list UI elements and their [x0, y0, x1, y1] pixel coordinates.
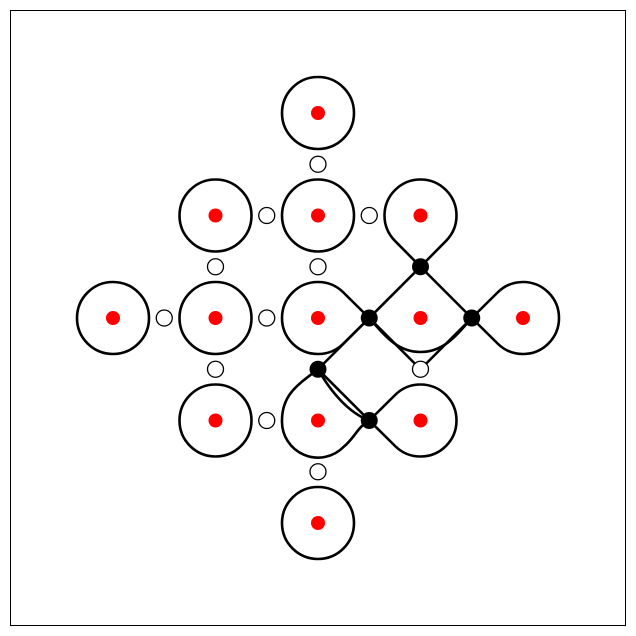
red-dot	[208, 208, 223, 223]
hollow-node	[258, 206, 276, 225]
hollow-node	[411, 360, 430, 378]
cell-c-left1-up	[178, 178, 253, 253]
black-node	[360, 309, 378, 327]
hollow-node	[206, 360, 225, 378]
cell-c-left2	[75, 280, 151, 356]
cell-c-left1	[178, 280, 253, 356]
black-node	[360, 412, 378, 429]
red-dot	[311, 311, 325, 325]
cell-c-mid-dn	[280, 367, 371, 459]
cell-c-top2	[280, 75, 356, 151]
cell-c-right1-dn	[367, 383, 458, 458]
edge-5	[317, 368, 371, 422]
hollow-node	[258, 411, 276, 430]
cell-c-center	[280, 280, 371, 356]
cell-c-left1-dn	[178, 383, 253, 458]
black-node	[412, 258, 429, 276]
red-dot	[413, 208, 428, 223]
hollow-node	[360, 206, 378, 225]
edge-2	[317, 317, 371, 371]
cell-c-right2	[470, 280, 561, 356]
cell-c-right1-up	[383, 178, 458, 269]
hollow-node	[155, 309, 173, 327]
red-dot	[413, 413, 428, 428]
hollow-node	[206, 258, 225, 276]
hollow-node	[309, 258, 327, 276]
red-dot	[106, 311, 120, 325]
hollow-node	[309, 463, 327, 481]
red-dot	[311, 106, 325, 120]
edge-4	[419, 317, 473, 371]
red-dot	[208, 413, 223, 428]
red-dot	[208, 311, 223, 325]
hollow-node	[258, 309, 276, 327]
red-dot	[413, 311, 428, 325]
black-node	[309, 360, 327, 378]
black-node	[463, 309, 481, 327]
red-dot	[311, 413, 325, 428]
red-dot	[516, 311, 530, 325]
cell-c-mid-up	[280, 178, 356, 253]
red-dot	[311, 208, 325, 223]
edge-3	[368, 317, 422, 371]
cell-c-bottom2	[280, 485, 356, 561]
hollow-node	[309, 155, 327, 173]
edge-0	[368, 265, 422, 319]
red-dot	[311, 516, 325, 530]
edge-1	[419, 265, 473, 319]
